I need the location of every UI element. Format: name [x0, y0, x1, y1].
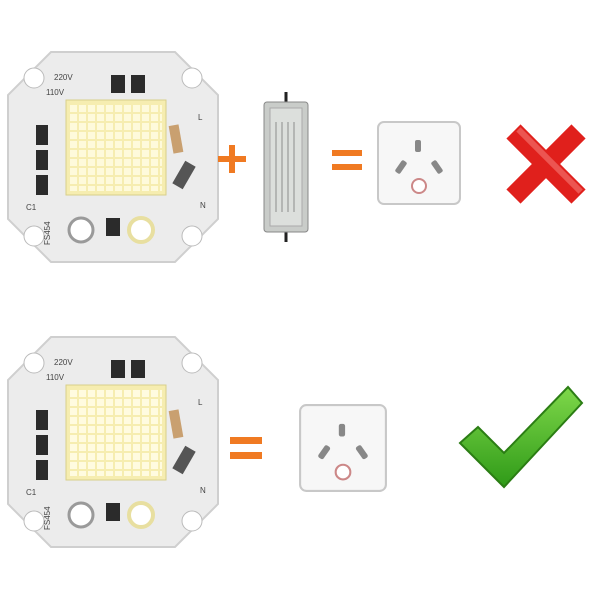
chip-c1-label: C1	[26, 488, 37, 497]
chip-pad-n: N	[200, 486, 206, 495]
cob-led-chip: 220V 110V L N C1 FS454	[7, 336, 219, 548]
chip-voltage2-label: 110V	[46, 88, 65, 97]
cob-led-chip: 220V 110V L N C1 FS454	[7, 51, 219, 263]
chip-pad-n: N	[200, 201, 206, 210]
chip-pad-l: L	[198, 398, 203, 407]
led-driver	[263, 92, 309, 242]
chip-c1-label: C1	[26, 203, 37, 212]
chip-model-label: FS454	[43, 221, 52, 245]
plus-icon	[218, 145, 246, 173]
chip-voltage-label: 220V	[54, 358, 73, 367]
wall-socket	[299, 404, 387, 492]
chip-model-label: FS454	[43, 506, 52, 530]
chip-voltage-label: 220V	[54, 73, 73, 82]
chip-pad-l: L	[198, 113, 203, 122]
equals-icon	[332, 150, 362, 170]
check-icon	[458, 385, 584, 489]
wiring-row-incorrect: 220V 110V L N C1 FS454	[0, 50, 600, 270]
chip-voltage2-label: 110V	[46, 373, 65, 382]
equals-icon	[230, 437, 262, 459]
cross-icon	[506, 124, 586, 204]
wiring-row-correct: 220V 110V L N C1 FS454	[0, 335, 600, 555]
wall-socket	[377, 121, 461, 205]
